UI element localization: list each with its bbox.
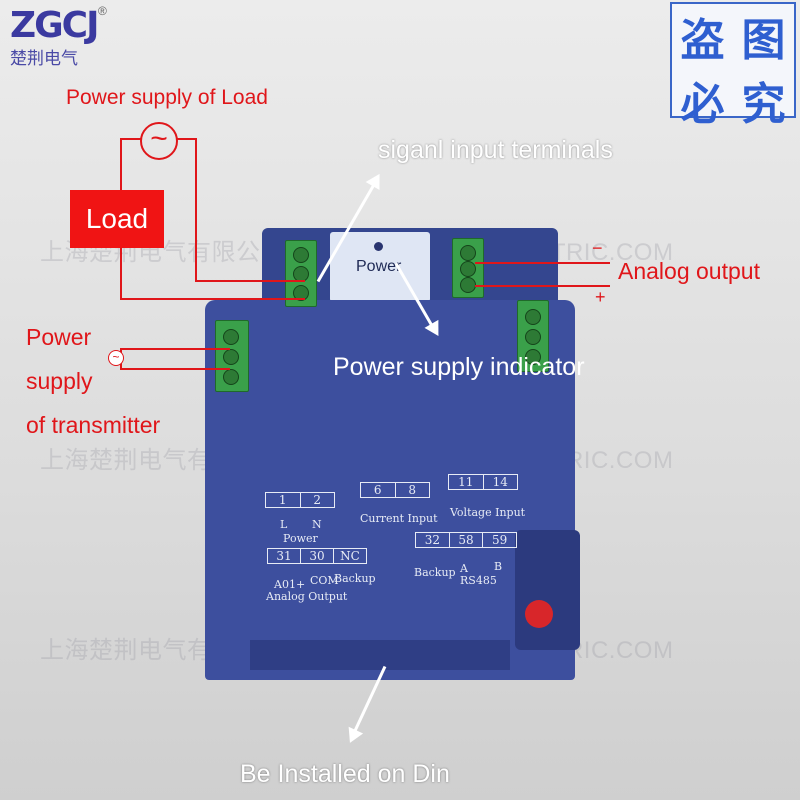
pin-label: Backup: [414, 566, 456, 579]
stamp-char: 图: [741, 15, 786, 66]
load-box: Load: [70, 190, 164, 248]
device-front-housing: [205, 300, 575, 680]
minus-sign: −: [592, 238, 603, 258]
pin-label: A01+: [274, 578, 306, 591]
terminal-block-signal-input[interactable]: [285, 240, 317, 307]
ac-source-icon: ~: [140, 122, 178, 160]
stamp-char: 必: [680, 79, 725, 130]
stamp-char: 盗: [680, 15, 725, 66]
group-title: RS485: [460, 574, 497, 587]
device-top-label: Power: [330, 232, 430, 302]
label-power-supply: of transmitter: [26, 412, 161, 438]
pin-label: Backup: [334, 572, 376, 585]
din-latch: [525, 600, 553, 628]
top-label-text: Power: [356, 258, 402, 275]
group-title: Power: [283, 532, 318, 545]
label-signal-input: siganl input terminals: [378, 136, 613, 164]
brand-logo: ZGCJ 楚荆电气 ®: [10, 4, 107, 69]
terminal-block-right[interactable]: [517, 300, 549, 372]
label-power-supply: Power: [26, 324, 92, 350]
logo-text: ZGCJ: [10, 5, 99, 46]
registered-mark: ®: [98, 4, 107, 18]
pin-label: A: [460, 562, 468, 575]
plus-sign: +: [595, 287, 606, 307]
terminal-block-analog-output[interactable]: [452, 238, 484, 298]
logo-subtitle: 楚荆电气: [10, 49, 78, 68]
label-power-indicator: Power supply indicator: [333, 353, 585, 381]
label-din-install: Be Installed on Din: [240, 760, 450, 788]
power-indicator-led: [374, 242, 383, 251]
group-title: Current Input: [360, 512, 438, 525]
label-power-supply-load: Power supply of Load: [66, 86, 268, 109]
copyright-stamp: 盗 图 必 究: [670, 2, 796, 130]
pin-label: N: [312, 518, 322, 531]
group-title: Voltage Input: [450, 506, 526, 519]
ac-source-small-icon: ~: [108, 350, 124, 366]
din-clip: [515, 530, 580, 650]
label-analog-output: Analog output: [618, 258, 760, 284]
din-slot: [250, 640, 510, 670]
terminal-block-power[interactable]: [215, 320, 249, 392]
pin-label: B: [494, 560, 503, 573]
pin-label: L: [280, 518, 288, 531]
label-power-supply: supply: [26, 368, 93, 394]
pin-label: COM: [310, 574, 339, 587]
group-title: Analog Output: [266, 590, 348, 603]
stamp-char: 究: [741, 79, 786, 130]
